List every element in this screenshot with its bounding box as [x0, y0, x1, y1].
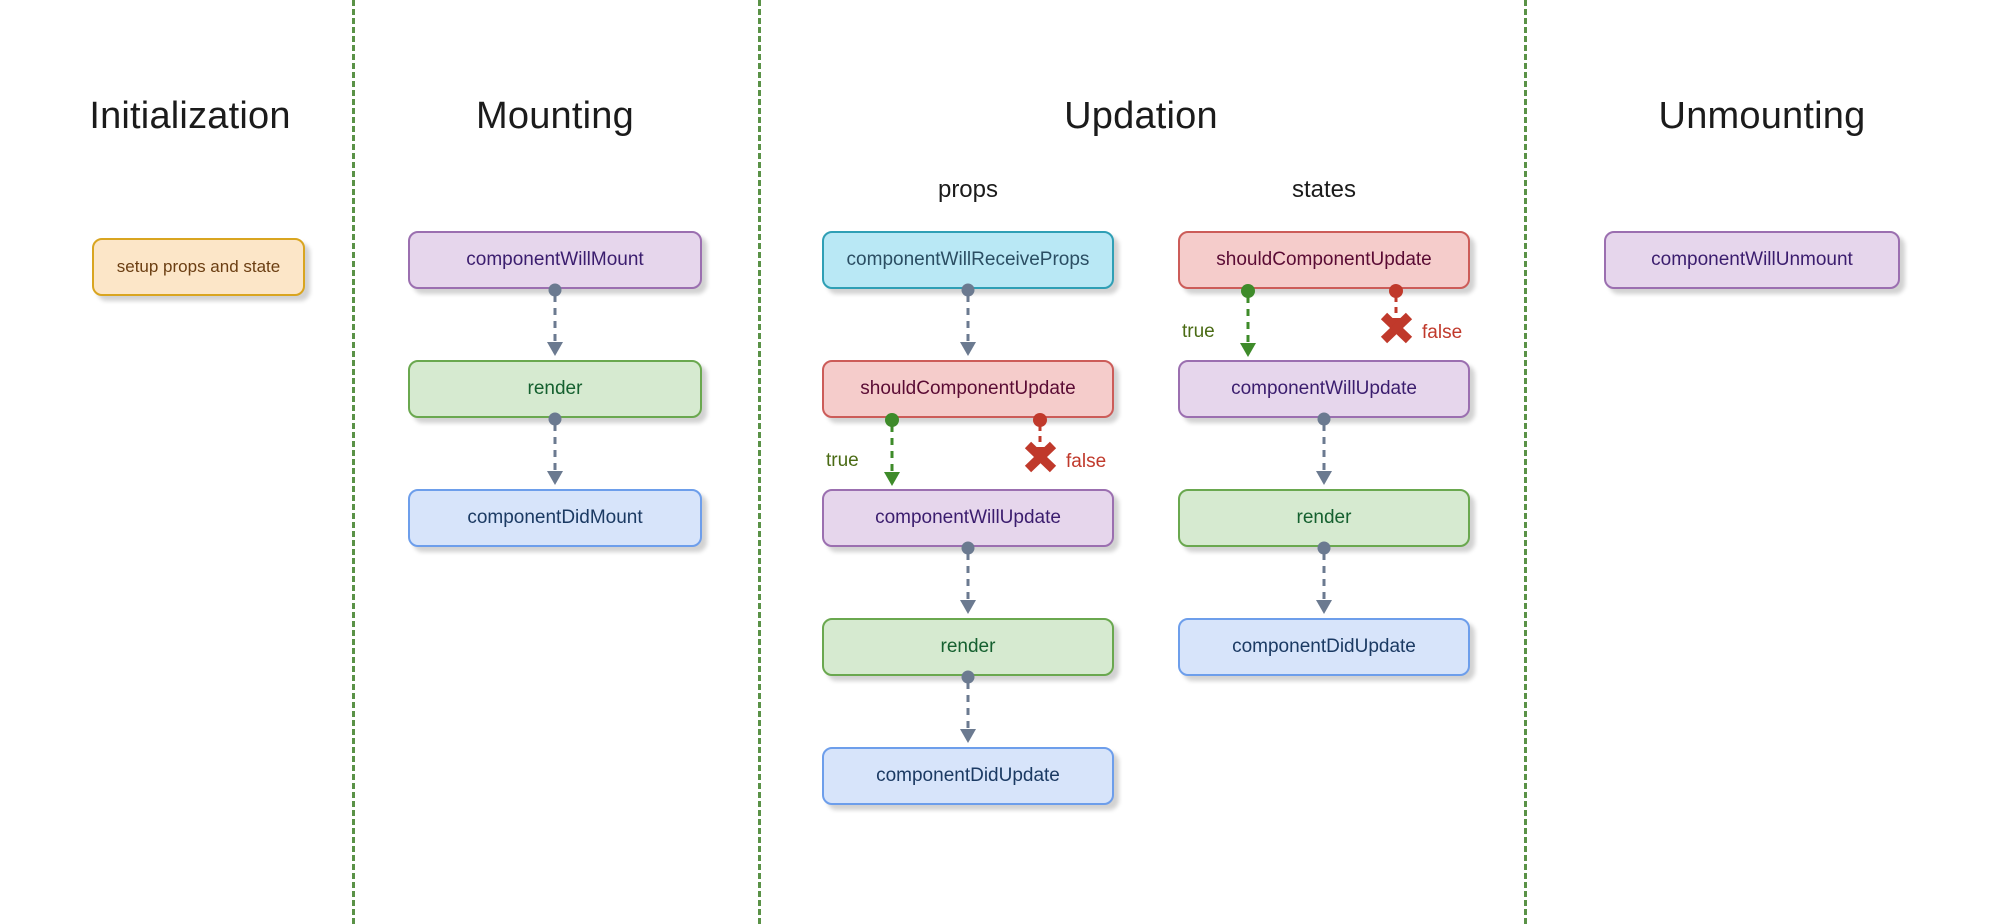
connector-will-update-to-render-states	[1316, 412, 1332, 485]
branch-label-states-true: true	[1182, 321, 1215, 342]
node-component-did-mount[interactable]: componentDidMount	[408, 489, 702, 547]
node-render-props[interactable]: render	[822, 618, 1114, 676]
branch-label-props-false: false	[1066, 451, 1107, 472]
section-title-updation: Updation	[1064, 95, 1218, 137]
connector-render-to-did-mount	[547, 412, 563, 485]
node-component-will-mount[interactable]: componentWillMount	[408, 231, 702, 289]
connector-props-true-branch	[884, 413, 900, 486]
section-divider-1	[352, 0, 355, 924]
connector-render-to-did-update-props	[960, 670, 976, 743]
node-should-component-update-states[interactable]: shouldComponentUpdate	[1178, 231, 1470, 289]
node-render-states[interactable]: render	[1178, 489, 1470, 547]
subsection-title-states: states	[1291, 176, 1357, 203]
x-cross-icon	[1024, 441, 1057, 473]
connector-props-false-branch	[1024, 413, 1057, 473]
branch-label-states-false: false	[1422, 322, 1463, 343]
section-title-initialization: Initialization	[89, 95, 291, 137]
section-divider-2	[758, 0, 761, 924]
branch-label-props-true: true	[826, 450, 859, 471]
subsection-title-props: props	[937, 176, 999, 203]
node-should-component-update-props[interactable]: shouldComponentUpdate	[822, 360, 1114, 418]
connector-receive-props-to-should-update	[960, 283, 976, 356]
connector-states-true-branch	[1240, 284, 1256, 357]
section-divider-3	[1524, 0, 1527, 924]
x-cross-icon	[1380, 312, 1413, 344]
connector-states-false-branch	[1380, 284, 1413, 344]
node-component-did-update-states[interactable]: componentDidUpdate	[1178, 618, 1470, 676]
connector-render-to-did-update-states	[1316, 541, 1332, 614]
connector-will-mount-to-render	[547, 283, 563, 356]
node-component-will-receive-props[interactable]: componentWillReceiveProps	[822, 231, 1114, 289]
section-title-mounting: Mounting	[476, 95, 634, 137]
node-component-did-update-props[interactable]: componentDidUpdate	[822, 747, 1114, 805]
section-title-unmounting: Unmounting	[1658, 95, 1866, 137]
connector-will-update-to-render-props	[960, 541, 976, 614]
node-component-will-update-states[interactable]: componentWillUpdate	[1178, 360, 1470, 418]
node-render-mounting[interactable]: render	[408, 360, 702, 418]
node-component-will-unmount[interactable]: componentWillUnmount	[1604, 231, 1900, 289]
node-component-will-update-props[interactable]: componentWillUpdate	[822, 489, 1114, 547]
node-setup-props-and-state[interactable]: setup props and state	[92, 238, 305, 296]
